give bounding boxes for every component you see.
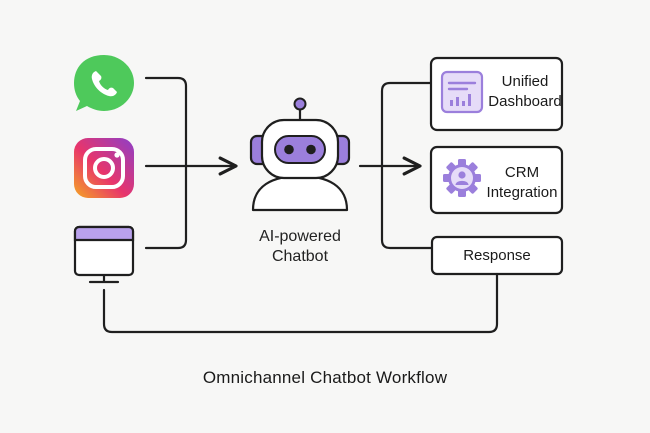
response-label: Response <box>463 247 531 264</box>
crm-label-line2: Integration <box>486 183 558 201</box>
bar-chart-icon <box>440 70 484 114</box>
monitor-icon <box>73 225 135 284</box>
input-connectors <box>144 76 238 250</box>
diagram-title: Omnichannel Chatbot Workflow <box>202 368 448 387</box>
dashboard-label-line1: Unified <box>501 73 549 90</box>
chatbot-label: AI-powered Chatbot <box>240 227 360 267</box>
crm-label-line1: CRM <box>504 164 540 181</box>
gear-person-icon <box>443 159 481 197</box>
crm-label: CRM Integration <box>484 163 560 202</box>
robot-icon <box>249 97 351 212</box>
dashboard-label: Unified Dashboard <box>486 72 564 111</box>
chatbot-label-line1: AI-powered <box>259 228 341 245</box>
instagram-icon <box>74 138 134 198</box>
output-connectors <box>358 81 433 250</box>
feedback-loop-connector <box>102 272 499 334</box>
whatsapp-icon <box>74 55 134 111</box>
chatbot-label-line2: Chatbot <box>271 248 329 265</box>
dashboard-label-line2: Dashboard <box>488 92 562 110</box>
